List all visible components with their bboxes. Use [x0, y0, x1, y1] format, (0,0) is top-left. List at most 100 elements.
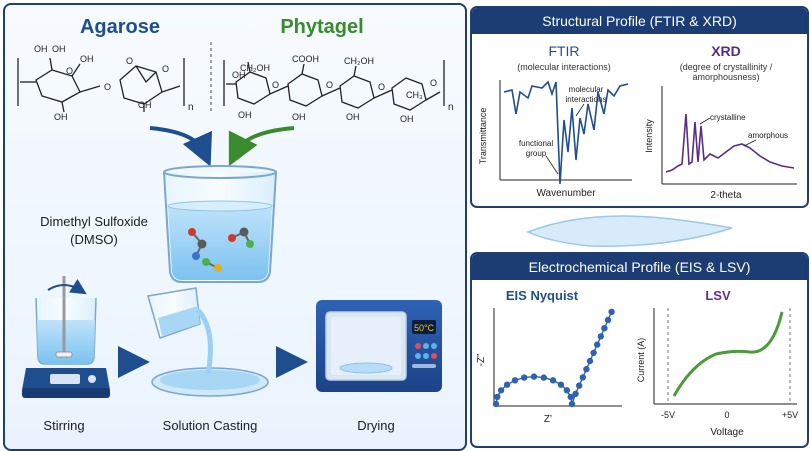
phytagel-o-2: O: [326, 80, 333, 90]
ftir-subtitle: (molecular interactions): [517, 62, 611, 72]
eis-title: EIS Nyquist: [506, 288, 579, 303]
eis-point: [568, 400, 576, 408]
lsv-curve: [672, 311, 784, 397]
eis-point: [590, 349, 597, 356]
eis-point: [492, 400, 500, 408]
ftir-spectrum: [503, 80, 629, 185]
xrd-title: XRD: [711, 43, 741, 59]
agarose-o-1: O: [66, 66, 73, 76]
ftir-annot-group-2: group: [526, 149, 547, 158]
xrd-subtitle-2: amorphousness): [692, 72, 759, 82]
eis-point: [511, 377, 519, 384]
eis-point: [549, 377, 557, 384]
phytagel-o-4: O: [430, 78, 437, 88]
agarose-o-4: O: [162, 64, 169, 74]
ftir-annot-interactions-2: interactions: [566, 95, 607, 104]
eis-point: [608, 308, 615, 315]
solvent-label-line2: (DMSO): [70, 232, 118, 247]
eis-point: [521, 374, 528, 381]
structural-header: Structural Profile (FTIR & XRD): [472, 8, 807, 34]
agarose-oh-2: OH: [52, 44, 66, 54]
phytagel-o-3: O: [378, 82, 385, 92]
oven-display: 50°C: [414, 323, 435, 333]
eis-line: [495, 311, 613, 407]
xrd-annot-crystalline: crystalline: [710, 113, 746, 122]
ftir-annot-group-1: functional: [519, 139, 553, 148]
phytagel-oh-3: OH: [292, 112, 306, 122]
step-drying-label: Drying: [357, 418, 395, 433]
phytagel-title: Phytagel: [280, 16, 363, 38]
phytagel-ch2oh-1: CH₂OH: [240, 63, 270, 73]
agarose-oh-4: OH: [54, 112, 68, 122]
eis-point: [583, 366, 590, 373]
structural-panel: Structural Profile (FTIR & XRD) FTIR (mo…: [470, 6, 809, 208]
agarose-title: Agarose: [80, 16, 160, 38]
eis-point: [572, 390, 579, 397]
xrd-subtitle-1: (degree of crystallinity /: [680, 62, 773, 72]
ftir-title: FTIR: [548, 43, 579, 59]
lsv-ylabel: Current (A): [636, 338, 646, 383]
xrd-annot-amorphous: amorphous: [748, 131, 788, 140]
agarose-oh-1: OH: [34, 44, 48, 54]
left-diagram: Agarose Phytagel OH OH OH OH OH O O O O …: [17, 16, 454, 433]
eis-point: [601, 325, 608, 332]
eis-point: [557, 381, 565, 388]
xrd-xlabel: 2-theta: [710, 190, 742, 201]
eis-point: [586, 357, 594, 365]
ftir-xlabel: Wavenumber: [536, 188, 596, 199]
eis-point: [540, 374, 547, 381]
electrochemical-header: Electrochemical Profile (EIS & LSV): [472, 254, 807, 280]
agarose-oh-3: OH: [80, 54, 94, 64]
phytagel-ch3: CH₃: [406, 90, 423, 100]
drying-oven: [316, 300, 442, 392]
phytagel-o-1: O: [272, 80, 279, 90]
eis-point: [567, 393, 574, 401]
agarose-o-3: O: [126, 56, 133, 66]
eis-point: [579, 374, 586, 381]
eis-point: [497, 387, 505, 394]
phytagel-structure: [223, 60, 445, 111]
lsv-title: LSV: [705, 288, 731, 303]
phytagel-ch2oh-2: CH₂OH: [344, 56, 374, 66]
eis-nyquist-points: [492, 308, 615, 408]
phytagel-oh-1: OH: [232, 70, 246, 80]
lsv-xlabel: Voltage: [710, 427, 744, 438]
phytagel-arrow: [228, 126, 295, 167]
phytagel-oh-2: OH: [238, 110, 252, 120]
solvent-label-line1: Dimethyl Sulfoxide: [40, 214, 148, 229]
phytagel-n: n: [448, 102, 454, 113]
structural-charts: FTIR (molecular interactions) Transmitta…: [478, 43, 797, 201]
ftir-ylabel: Transmittance: [478, 108, 488, 165]
lsv-tick-neg5: -5V: [661, 410, 675, 420]
agarose-o-2: O: [104, 82, 111, 92]
xrd-ylabel: Intensity: [644, 119, 654, 153]
casting-setup: [147, 287, 269, 397]
film-strip: [526, 215, 733, 247]
agarose-n: n: [188, 102, 194, 113]
agarose-oh-5: OH: [138, 100, 152, 110]
ftir-annot-interactions-1: molecular: [569, 85, 604, 94]
lsv-tick-0: 0: [724, 410, 729, 420]
eis-point: [576, 382, 583, 389]
eis-point: [563, 387, 571, 394]
eis-point: [503, 381, 511, 388]
step-casting-label: Solution Casting: [163, 418, 258, 433]
agarose-structure: [17, 57, 185, 113]
lsv-tick-pos5: +5V: [782, 410, 798, 420]
eis-point: [604, 316, 612, 324]
eis-point: [530, 373, 538, 380]
phytagel-cooh: COOH: [292, 54, 319, 64]
eis-ylabel: -Z”: [476, 354, 487, 367]
electrochemical-charts: EIS Nyquist -Z” Z’ LSV Current (A) -5V 0…: [476, 288, 798, 438]
stirrer: [22, 276, 110, 398]
phytagel-oh-5: OH: [400, 114, 414, 124]
xrd-pattern: [665, 113, 795, 173]
eis-xlabel: Z’: [544, 414, 552, 425]
eis-point: [594, 341, 601, 348]
electrochemical-panel: Electrochemical Profile (EIS & LSV) EIS …: [470, 252, 809, 448]
agarose-arrow: [149, 126, 213, 167]
dmso-beaker: [163, 165, 277, 283]
step-stirring-label: Stirring: [43, 418, 84, 433]
eis-point: [597, 333, 604, 340]
